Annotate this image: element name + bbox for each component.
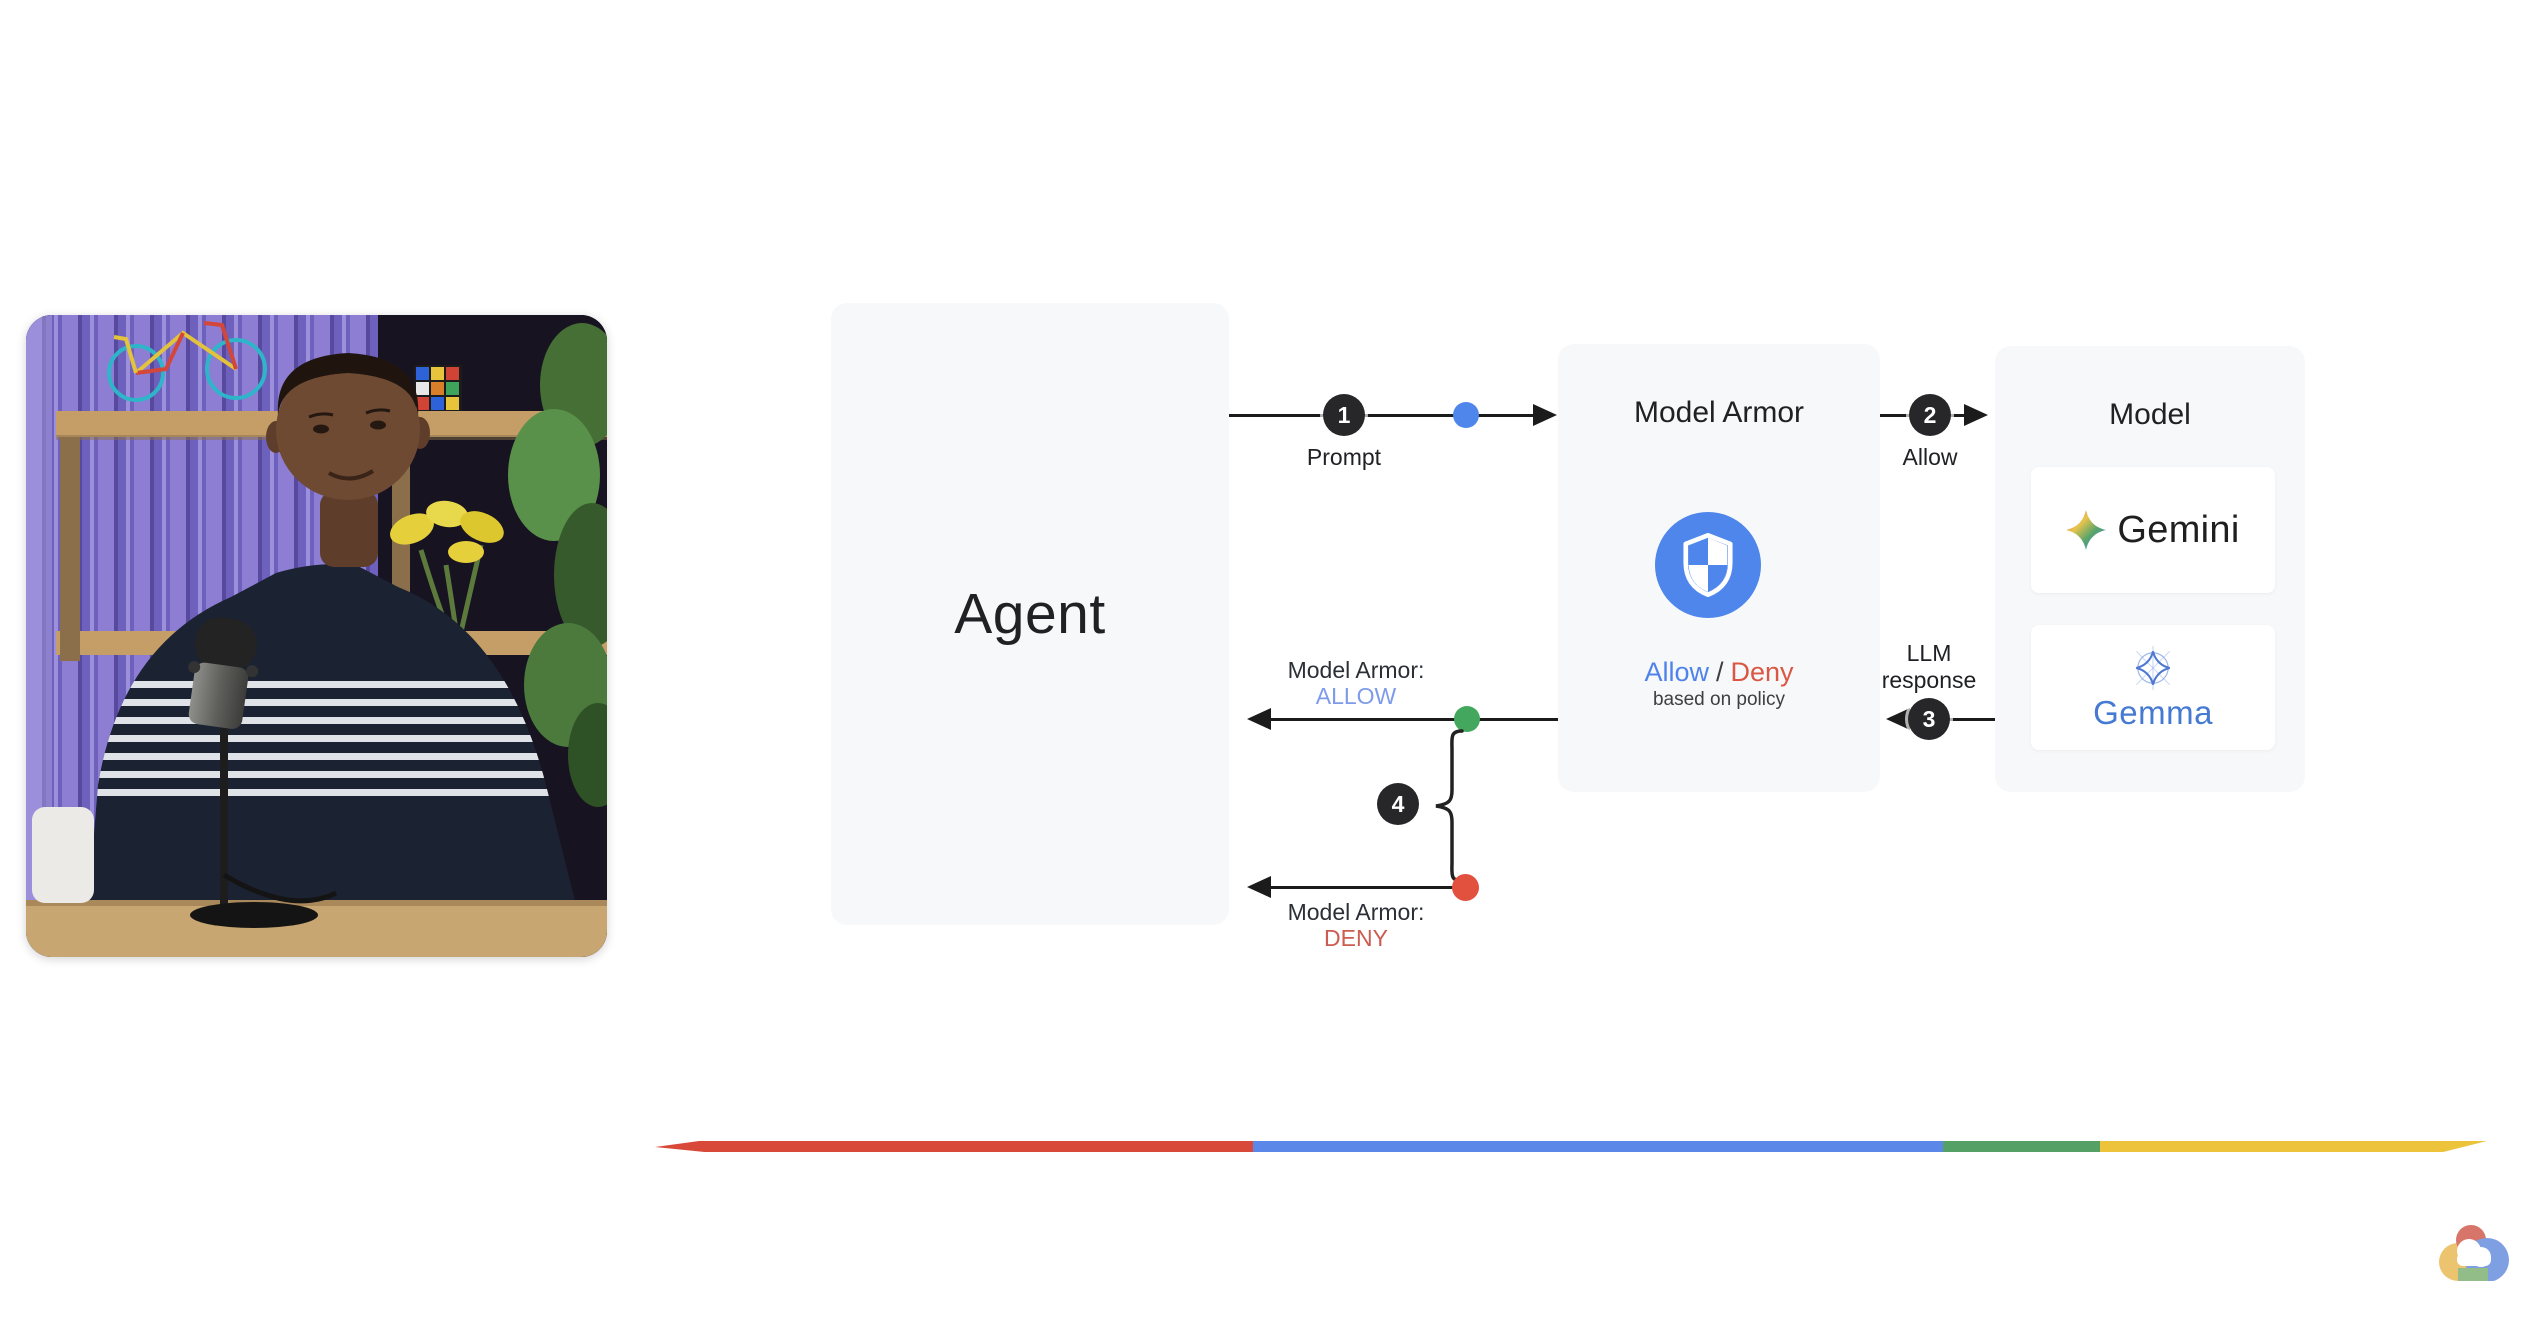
gemini-card: Gemini [2031,467,2275,593]
deny-dot [1452,874,1479,901]
rubiks-cube-decor [414,365,462,411]
bar-segment-green [1943,1141,2100,1152]
step4-badge: 4 [1377,783,1419,825]
agent-box: Agent [831,303,1229,925]
allow-return-status: ALLOW [1315,683,1397,709]
allow-return-line [1267,718,1558,721]
step2-badge: 2 [1909,394,1951,436]
model-armor-shield-icon [1655,512,1761,618]
arrow1-line [1229,414,1536,417]
speaker-video-thumbnail [26,315,607,957]
arrow3-head-icon [1886,708,1910,730]
gemma-logo-icon [2135,645,2171,690]
allow-word: Allow [1644,657,1709,687]
allow-return-label: Model Armor: ALLOW [1276,657,1436,709]
arrow1-head-icon [1533,404,1557,426]
bar-segment-blue [1253,1141,1943,1152]
plant-decor [508,323,607,807]
deny-return-prefix: Model Armor: [1287,899,1425,925]
model-title: Model [2109,398,2191,431]
striped-shirt [84,681,586,796]
model-armor-title: Model Armor [1633,396,1805,429]
deny-word: Deny [1730,657,1794,687]
deny-return-head-icon [1247,876,1271,898]
gemma-label: Gemma [2093,693,2213,731]
allow-return-prefix: Model Armor: [1287,657,1425,683]
step3-badge: 3 [1908,698,1950,740]
allow-deny-line: Allow/Deny [1558,656,1880,688]
shield-icon [1683,533,1733,597]
mug [32,807,94,903]
gemma-card: Gemma [2031,625,2275,750]
gemini-logo-icon [2066,510,2107,550]
google-cloud-logo [2435,1225,2513,1288]
model-box: Model Gemini [1995,346,2305,792]
prompt-dot [1453,402,1479,428]
step2-label: Allow [1902,444,1958,470]
step1-badge: 1 [1323,394,1365,436]
microphone [188,617,338,928]
arrow2-head-icon [1964,404,1988,426]
bar-segment-red [655,1141,1253,1152]
desk [26,900,607,957]
google-color-bar [655,1141,2487,1152]
step4-brace [1435,729,1464,883]
slash-separator: / [1715,657,1724,687]
agent-label: Agent [954,582,1106,646]
studio-scene-illustration [26,315,607,957]
arrow3-line [1908,718,1995,721]
deny-return-label: Model Armor: DENY [1276,899,1436,951]
step1-label: Prompt [1306,444,1382,470]
desk-edge [26,900,607,906]
gemini-label: Gemini [2117,508,2240,551]
deny-return-status: DENY [1324,925,1388,951]
deny-return-line [1267,886,1466,889]
allow-dot [1454,706,1480,732]
step3-label: LLM response [1881,640,1977,693]
bicycle-decor [107,321,267,402]
policy-note: based on policy [1652,689,1786,710]
allow-return-head-icon [1247,708,1271,730]
model-armor-box: Model Armor Allow/Deny based on policy [1558,344,1880,792]
bar-segment-yellow [2100,1141,2487,1152]
